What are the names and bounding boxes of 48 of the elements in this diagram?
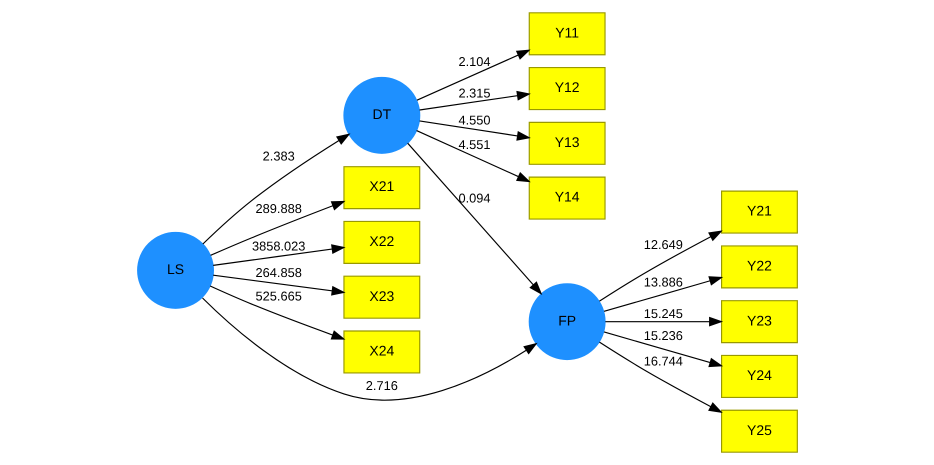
arrow	[202, 133, 350, 244]
edge-label: 15.236	[643, 328, 682, 344]
arrow	[603, 331, 723, 368]
edge-label: 289.888	[255, 201, 302, 216]
edge-label: 2.104	[458, 54, 490, 70]
node-box: Y14	[528, 176, 606, 220]
node-box: Y11	[528, 12, 606, 56]
arrow	[598, 230, 722, 302]
node-box: X24	[342, 330, 420, 374]
arrow	[202, 298, 538, 400]
arrow	[210, 200, 346, 256]
node-box: X22	[342, 220, 420, 264]
node-box: Y23	[720, 300, 798, 344]
node-box: X23	[342, 276, 420, 319]
node-box: Y13	[528, 122, 606, 165]
edge-label: 0.094	[458, 190, 490, 206]
node-box: Y25	[720, 410, 798, 453]
arrow	[604, 316, 723, 327]
node-box: Y12	[528, 67, 606, 110]
edge-label: 264.858	[255, 265, 302, 280]
node-box: Y22	[720, 245, 798, 288]
edge-label: 4.550	[458, 112, 490, 128]
node-box: X21	[342, 166, 420, 210]
arrow	[416, 130, 530, 182]
arrow	[212, 274, 346, 296]
edge-label: 4.551	[458, 136, 490, 152]
arrow	[419, 90, 530, 111]
edge-label: 15.245	[643, 306, 682, 321]
node-box: Y21	[720, 190, 798, 234]
arrow	[419, 120, 530, 141]
arrow	[603, 276, 723, 312]
edge-label: 2.315	[458, 86, 490, 101]
arrow	[416, 50, 530, 101]
edge-label: 16.744	[643, 354, 682, 369]
edge-label: 525.665	[255, 288, 302, 304]
arrow	[209, 285, 345, 340]
edge-label: 12.649	[643, 237, 682, 252]
node-box: Y24	[720, 354, 798, 398]
edge-label: 13.886	[643, 274, 682, 290]
edge-label: 2.716	[365, 378, 398, 394]
arrow	[212, 244, 346, 266]
edge-label: 2.383	[262, 148, 294, 164]
node-circle: DT	[342, 76, 420, 154]
arrow	[598, 342, 722, 413]
edge-label: 3858.023	[251, 238, 305, 254]
arrow	[406, 142, 542, 295]
node-circle: LS	[136, 232, 214, 309]
node-circle: FP	[528, 283, 606, 360]
